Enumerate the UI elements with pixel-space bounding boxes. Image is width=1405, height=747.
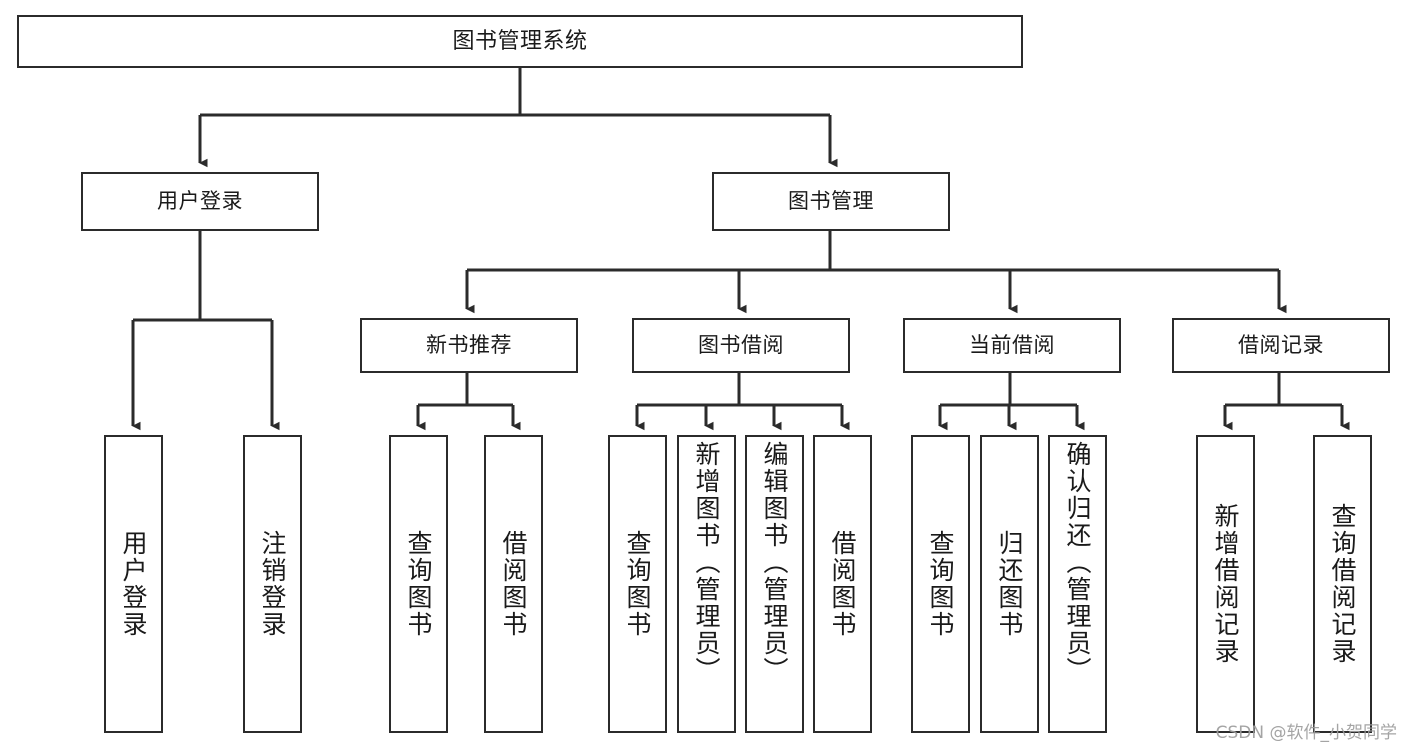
leaf-user-login[interactable]: 用户登录 <box>104 435 163 733</box>
node-label: 查询图书 <box>926 530 955 638</box>
leaf-query-borrow-record[interactable]: 查询借阅记录 <box>1313 435 1372 733</box>
node-label: 借阅图书 <box>499 530 528 638</box>
node-label: 归还图书 <box>995 530 1024 638</box>
node-label: 新增借阅记录 <box>1211 503 1240 665</box>
node-label: 借阅图书 <box>828 530 857 638</box>
node-borrow-record[interactable]: 借阅记录 <box>1172 318 1390 373</box>
leaf-borrow-book[interactable]: 借阅图书 <box>813 435 872 733</box>
node-user-login[interactable]: 用户登录 <box>81 172 319 231</box>
node-label: 用户登录 <box>157 189 243 214</box>
node-current-borrow[interactable]: 当前借阅 <box>903 318 1121 373</box>
csdn-watermark: CSDN @软件_小贺同学 <box>1215 723 1397 743</box>
node-label: 注销登录 <box>258 530 287 638</box>
leaf-add-book-admin[interactable]: 新增图书（管理员） <box>677 435 736 733</box>
leaf-query-book-current[interactable]: 查询图书 <box>911 435 970 733</box>
node-label: 查询图书 <box>623 530 652 638</box>
leaf-query-book-rec[interactable]: 查询图书 <box>389 435 448 733</box>
node-label: 确认归还（管理员） <box>1063 441 1092 684</box>
node-label: 新书推荐 <box>426 333 512 358</box>
node-root-system[interactable]: 图书管理系统 <box>17 15 1023 68</box>
node-label: 编辑图书（管理员） <box>760 441 789 684</box>
leaf-confirm-return-admin[interactable]: 确认归还（管理员） <box>1048 435 1107 733</box>
node-label: 图书管理系统 <box>452 28 588 54</box>
leaf-edit-book-admin[interactable]: 编辑图书（管理员） <box>745 435 804 733</box>
node-label: 图书借阅 <box>698 333 784 358</box>
leaf-add-borrow-record[interactable]: 新增借阅记录 <box>1196 435 1255 733</box>
node-label: 查询借阅记录 <box>1328 503 1357 665</box>
leaf-return-book[interactable]: 归还图书 <box>980 435 1039 733</box>
node-book-management[interactable]: 图书管理 <box>712 172 950 231</box>
node-book-borrow[interactable]: 图书借阅 <box>632 318 850 373</box>
node-label: 借阅记录 <box>1238 333 1324 358</box>
node-label: 查询图书 <box>404 530 433 638</box>
leaf-query-book[interactable]: 查询图书 <box>608 435 667 733</box>
node-label: 图书管理 <box>788 189 874 214</box>
leaf-logout[interactable]: 注销登录 <box>243 435 302 733</box>
node-new-book-recommend[interactable]: 新书推荐 <box>360 318 578 373</box>
node-label: 用户登录 <box>119 530 148 638</box>
leaf-borrow-book-rec[interactable]: 借阅图书 <box>484 435 543 733</box>
node-label: 新增图书（管理员） <box>692 441 721 684</box>
node-label: 当前借阅 <box>969 333 1055 358</box>
